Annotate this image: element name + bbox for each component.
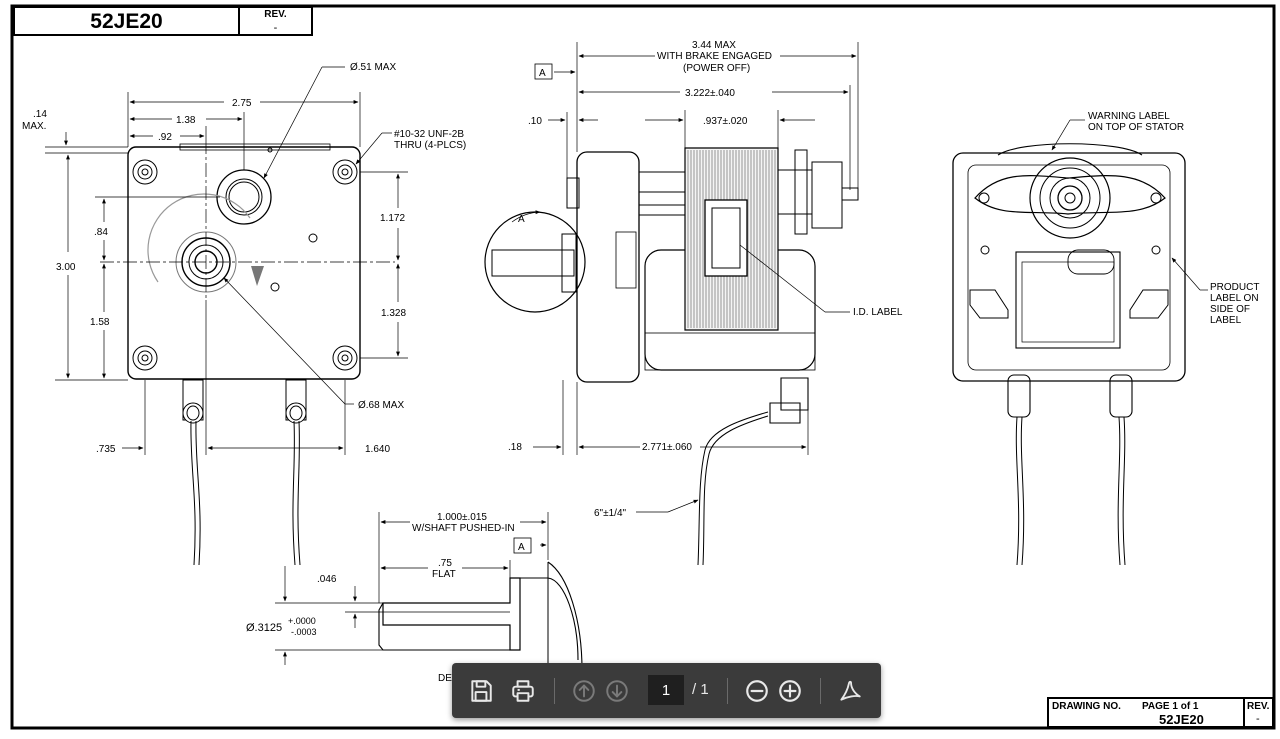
next-page-button[interactable] xyxy=(602,676,632,706)
arrow-up-circle-icon xyxy=(573,680,595,702)
id-label-callout: I.D. LABEL xyxy=(853,307,903,318)
dim-158: 1.58 xyxy=(90,317,110,328)
dim-3222: 3.222±.040 xyxy=(685,88,735,99)
acrobat-icon xyxy=(840,680,861,701)
rear-view-callouts xyxy=(1051,119,1208,291)
save-icon xyxy=(471,680,492,702)
rear-view xyxy=(952,143,1186,566)
arrow-down-circle-icon xyxy=(606,680,628,702)
dim-1328: 1.328 xyxy=(381,308,406,319)
side-view-details xyxy=(484,149,859,566)
shaft-detail-dimensions xyxy=(275,512,549,665)
datum-a-label: A xyxy=(539,68,546,79)
thread-spec-line1: #10-32 UNF-2B xyxy=(394,129,464,140)
toolbar-separator xyxy=(820,678,821,704)
bottom-rev-label: REV. xyxy=(1247,701,1270,712)
datum-a-shaft-label: A xyxy=(518,542,525,553)
zoom-out-button[interactable] xyxy=(742,676,772,706)
dim-75-flat: FLAT xyxy=(432,569,456,580)
detail-caption: DE xyxy=(438,673,452,684)
dim-10: .10 xyxy=(528,116,542,127)
warning-label-line2: ON TOP OF STATOR xyxy=(1088,122,1184,133)
rev-label: REV. xyxy=(264,9,287,20)
sheet-border xyxy=(10,4,1276,730)
title-block-bottom-rev-cell: REV. - xyxy=(1243,697,1274,728)
dim-height-300: 3.00 xyxy=(56,262,76,273)
dim-width-275: 2.75 xyxy=(232,98,252,109)
toolbar-separator xyxy=(554,678,555,704)
dim-1640: 1.640 xyxy=(365,444,390,455)
dim-138: 1.38 xyxy=(176,115,196,126)
print-button[interactable] xyxy=(508,676,538,706)
dim-lead-length: 6"±1/4" xyxy=(594,508,627,519)
dim-046: .046 xyxy=(317,574,337,585)
dim-1000-line2: W/SHAFT PUSHED-IN xyxy=(412,523,515,534)
front-view xyxy=(100,140,395,566)
dim-18: .18 xyxy=(508,442,522,453)
side-view-dimensions xyxy=(511,42,859,513)
dim-14-max: MAX. xyxy=(22,121,46,132)
title-block-drawing-cell: DRAWING NO. PAGE 1 of 1 52JE20 xyxy=(1047,697,1245,728)
page-number-input[interactable] xyxy=(648,675,684,705)
dim-344-line3: (POWER OFF) xyxy=(683,63,750,74)
dim-shaft-tol-minus: -.0003 xyxy=(291,627,317,637)
dim-1000-line1: 1.000±.015 xyxy=(437,512,487,523)
pdf-viewer-toolbar: / 1 xyxy=(452,663,881,718)
dim-735: .735 xyxy=(96,444,116,455)
dim-344-line2: WITH BRAKE ENGAGED xyxy=(657,51,772,62)
front-view-dimensions xyxy=(45,66,408,455)
previous-page-button[interactable] xyxy=(569,676,599,706)
dim-937: .937±.020 xyxy=(703,116,748,127)
page-label: PAGE 1 of 1 xyxy=(1142,701,1199,712)
dim-75: .75 xyxy=(438,558,452,569)
dim-shaft-dia: Ø.3125 xyxy=(246,622,282,634)
dim-output-max-dia: Ø.68 MAX xyxy=(358,400,404,411)
open-in-acrobat-button[interactable] xyxy=(835,676,865,706)
dim-1172: 1.172 xyxy=(380,213,405,224)
dim-shaft-tol-plus: +.0000 xyxy=(288,616,316,626)
part-number-title: 52JE20 xyxy=(90,10,163,33)
zoom-in-icon xyxy=(779,680,801,702)
page-total-label: / 1 xyxy=(692,681,709,698)
dim-84: .84 xyxy=(94,227,108,238)
datum-box-a xyxy=(534,63,553,80)
bottom-rev-value: - xyxy=(1256,713,1260,725)
datum-box-a-shaft xyxy=(513,537,532,554)
drawing-part-number: 52JE20 xyxy=(1159,712,1204,727)
toolbar-separator xyxy=(727,678,728,704)
detail-a-marker: A xyxy=(518,214,525,225)
drawing-no-label: DRAWING NO. xyxy=(1052,701,1121,712)
shaft-detail xyxy=(378,561,583,671)
zoom-out-icon xyxy=(746,680,768,702)
dim-shaft-max-dia: Ø.51 MAX xyxy=(350,62,396,73)
print-icon xyxy=(512,680,534,702)
warning-label-line1: WARNING LABEL xyxy=(1088,111,1170,122)
dim-2771: 2.771±.060 xyxy=(642,442,692,453)
dim-92: .92 xyxy=(158,132,172,143)
product-label-line3: SIDE OF xyxy=(1210,304,1250,315)
product-label-line1: PRODUCT xyxy=(1210,282,1259,293)
thread-spec-line2: THRU (4-PLCS) xyxy=(394,140,466,151)
product-label-line2: LABEL ON xyxy=(1210,293,1259,304)
title-block-part-cell: 52JE20 xyxy=(13,6,240,36)
dim-14: .14 xyxy=(33,109,47,120)
zoom-in-button[interactable] xyxy=(775,676,805,706)
rev-value: - xyxy=(273,22,278,34)
product-label-line4: LABEL xyxy=(1210,315,1242,326)
dim-344-line1: 3.44 MAX xyxy=(692,40,736,51)
title-block-rev-cell: REV. - xyxy=(238,6,313,36)
save-button[interactable] xyxy=(466,676,496,706)
